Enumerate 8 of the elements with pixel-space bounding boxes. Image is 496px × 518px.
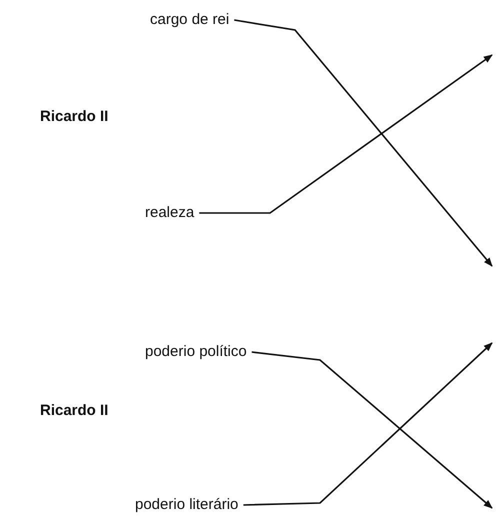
group-label: Ricardo II: [40, 402, 108, 419]
term-text: cargo de rei: [150, 11, 230, 29]
arrow: [199, 54, 493, 214]
group-label: Ricardo II: [40, 108, 108, 125]
term-text: poderio literário: [135, 496, 238, 514]
arrow: [234, 19, 493, 267]
term-text: realeza: [145, 204, 194, 222]
term-text: poderio político: [145, 343, 247, 361]
